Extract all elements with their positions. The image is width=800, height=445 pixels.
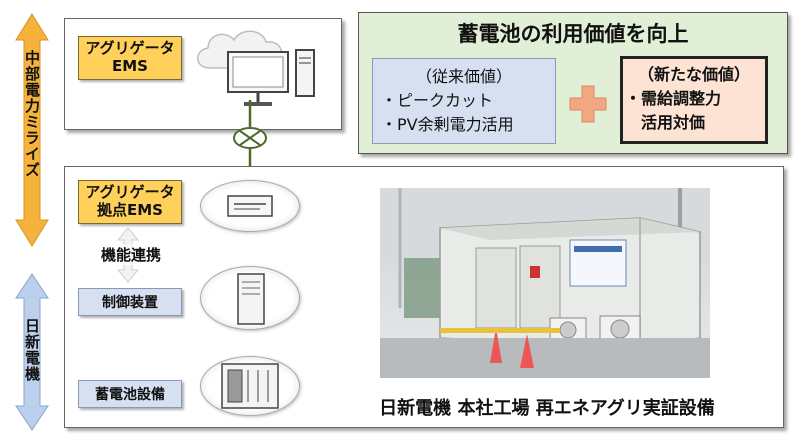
battery-label: 蓄電池設備 bbox=[78, 380, 182, 408]
new-value-heading: （新たな価値） bbox=[637, 65, 750, 84]
value-title: 蓄電池の利用価値を向上 bbox=[457, 22, 689, 46]
conventional-value-box: （従来価値） ・ピークカット ・PV余剰電力活用 bbox=[372, 58, 556, 144]
link-label: 機能連携 bbox=[86, 244, 176, 265]
ems-device-icon bbox=[227, 195, 273, 217]
new-value-box: （新たな価値） ・需給調整力 活用対価 bbox=[620, 56, 768, 144]
battery-cabinet-icon bbox=[221, 363, 279, 409]
new-value-item: 活用対価 bbox=[625, 113, 706, 132]
control-cabinet-icon bbox=[237, 273, 265, 325]
new-value-item: ・需給調整力 bbox=[625, 89, 722, 108]
facility-caption: 日新電機 本社工場 再エネアグリ実証設備 bbox=[379, 398, 715, 419]
conventional-item: ・PV余剰電力活用 bbox=[381, 115, 514, 134]
chubu-label: 中部電力ミライズ bbox=[23, 50, 41, 178]
conventional-heading: （従来価値） bbox=[415, 67, 512, 86]
aggregator-ems-label: アグリゲータ EMS bbox=[78, 36, 182, 80]
network-hub-icon bbox=[233, 127, 267, 149]
base-ems-label: アグリゲータ 拠点EMS bbox=[78, 180, 182, 224]
nissin-label: 日新電機 bbox=[23, 318, 41, 382]
conventional-item: ・ピークカット bbox=[381, 91, 494, 110]
chubu-arrow bbox=[15, 13, 49, 247]
nissin-arrow bbox=[15, 273, 49, 431]
facility-photo bbox=[380, 188, 710, 378]
plus-icon bbox=[569, 85, 607, 123]
control-unit-label: 制御装置 bbox=[78, 288, 182, 316]
cloud-pc-icon bbox=[197, 30, 315, 106]
